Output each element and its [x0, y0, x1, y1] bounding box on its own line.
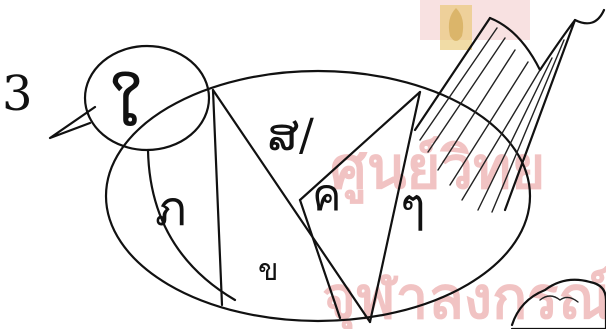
watermark-line2: จุฬาลงกรณ์ [322, 264, 606, 329]
bird-beak [50, 107, 95, 138]
segment-label-bottom: ข [258, 253, 279, 288]
watermark-emblem [420, 0, 530, 50]
segment-label-right: ๆ [400, 178, 426, 234]
segment-label-center: ค [312, 170, 341, 221]
bird-head [85, 46, 209, 150]
figure-label: 3 [2, 66, 33, 122]
segment-label-left: ภ [155, 181, 187, 237]
segment-label-top: ສ/ [268, 110, 314, 161]
